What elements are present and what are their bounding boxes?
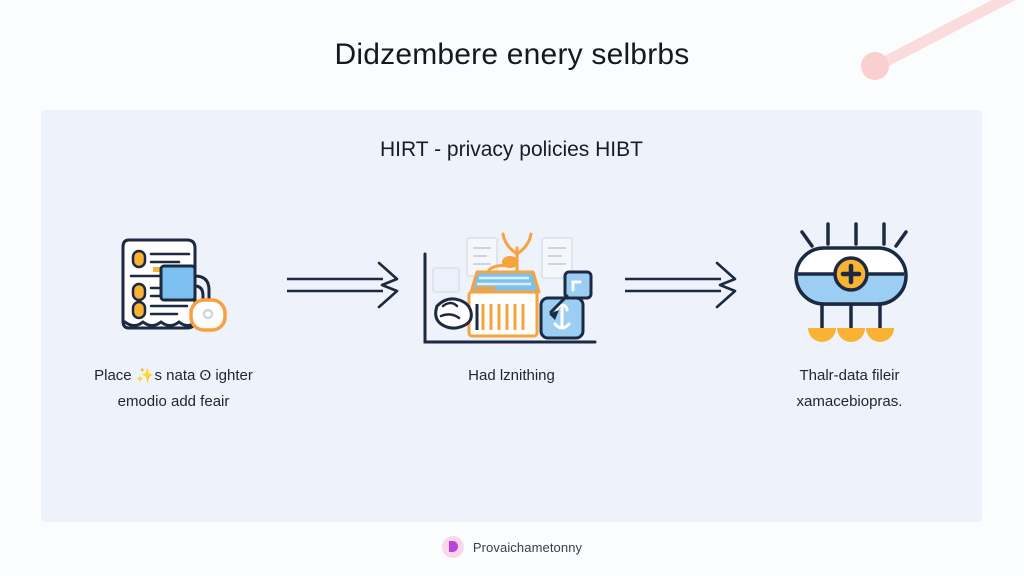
double-line-arrow-right-icon bbox=[624, 261, 736, 309]
double-line-arrow-right-icon bbox=[286, 261, 398, 309]
hand-scanner-barcode-icon bbox=[423, 232, 596, 344]
flow-step-3-caption: Thalr-data fileir xamacebiopras. bbox=[745, 363, 955, 415]
flow-step-2-caption: Had lznithing bbox=[407, 363, 617, 389]
data-capsule-nodes-icon bbox=[793, 222, 908, 342]
flow-step-1-caption: Place ✨s nata ʘ ighter emodio add feair bbox=[69, 363, 279, 415]
diagram-panel: HIRT - privacy policies HIBT bbox=[41, 110, 982, 522]
flow-step-1-caption-line1: Place ✨s nata ʘ ighter bbox=[94, 367, 253, 384]
footer-text: Provaichametonny bbox=[472, 539, 583, 555]
flow-step-3-art bbox=[780, 215, 920, 355]
flow-step-1-caption-line2: emodio add feair bbox=[117, 393, 230, 410]
flow-step-1-art bbox=[113, 215, 235, 355]
flow-step-3-caption-line1: Thalr-data fileir bbox=[799, 367, 900, 384]
flow-step-3: Thalr-data fileir xamacebiopras. bbox=[741, 215, 959, 415]
flow-arrow-1 bbox=[283, 215, 403, 355]
page-title: Didzembere enery selbrbs bbox=[334, 38, 690, 71]
footer: Provaichametonny bbox=[0, 536, 1024, 558]
purple-play-badge-icon bbox=[441, 536, 464, 558]
flow-arrow-2 bbox=[621, 215, 741, 355]
flow-step-2-caption-line1: Had lznithing bbox=[468, 367, 555, 384]
panel-subtitle: HIRT - privacy policies HIBT bbox=[380, 138, 643, 161]
flow-step-2: Had lznithing bbox=[403, 215, 621, 389]
flow-step-1: Place ✨s nata ʘ ighter emodio add feair bbox=[65, 215, 283, 415]
play-glyph-icon bbox=[448, 541, 458, 552]
document-privacy-lock-icon bbox=[121, 238, 227, 332]
flow-step-2-art bbox=[417, 215, 607, 355]
flow-step-3-caption-line2: xamacebiopras. bbox=[796, 393, 903, 410]
flow-steps: Place ✨s nata ʘ ighter emodio add feair bbox=[41, 215, 982, 455]
